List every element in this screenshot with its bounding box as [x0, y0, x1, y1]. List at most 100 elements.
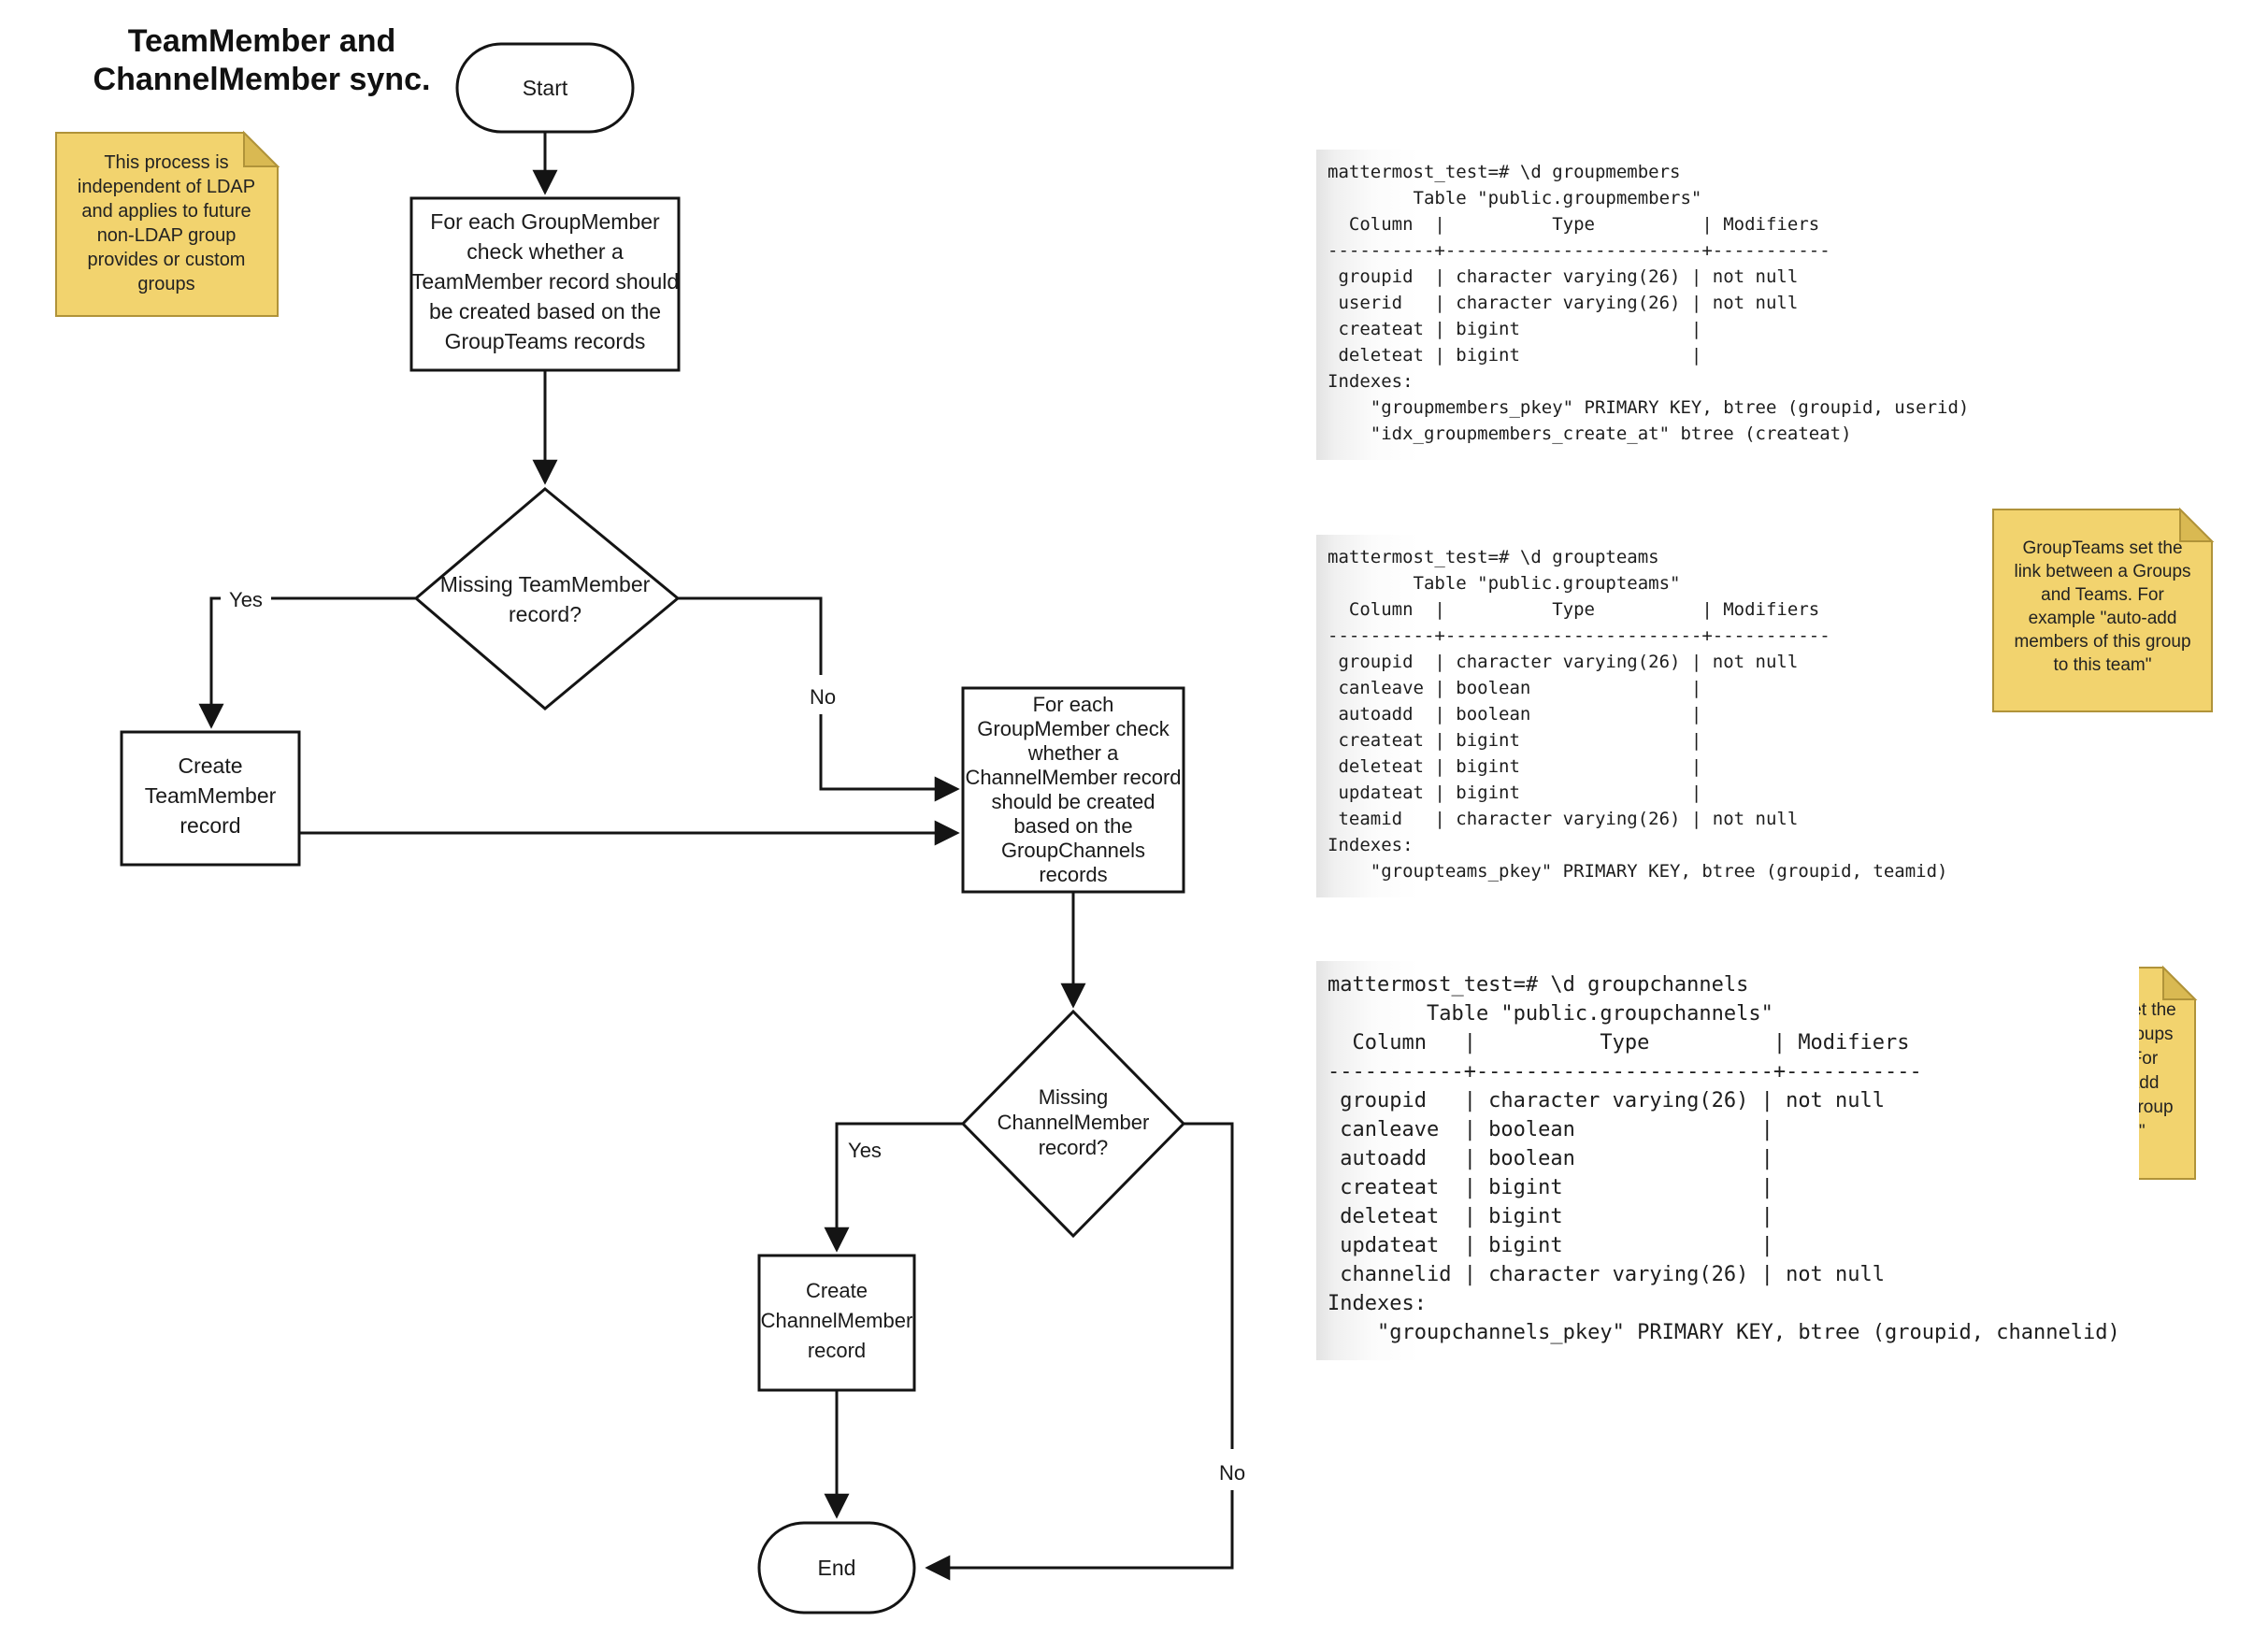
decision-missing-channelmember: Missing ChannelMember record? — [960, 1009, 1186, 1239]
decision-text: ChannelMember — [998, 1111, 1150, 1134]
process-text: TeamMember record should — [411, 269, 679, 294]
terminal-line: canleave | boolean | — [1328, 1118, 1773, 1141]
arrow-yes-to-create-channelmember — [824, 1122, 963, 1253]
decision-text: record? — [509, 602, 581, 626]
process-box — [120, 730, 301, 867]
sticky-note-shape — [55, 132, 279, 317]
terminal-line: Indexes: — [1328, 835, 1414, 855]
terminal-line: createat | bigint | — [1328, 319, 1702, 339]
process-text: whether a — [1027, 741, 1119, 765]
process-text: Create — [178, 753, 242, 778]
process-create-channelmember: Create ChannelMember record — [757, 1254, 916, 1392]
edge-labels: Yes No Yes No — [221, 581, 1256, 1490]
note-text: GroupTeams set the — [2022, 538, 2182, 558]
decision-text: Missing — [1039, 1085, 1109, 1109]
process-text: should be created — [992, 790, 1156, 813]
process-create-teammember: Create TeamMember record — [120, 730, 301, 867]
terminal-block-groupteams: mattermost_test=# \d groupteams Table "p… — [1316, 535, 1967, 897]
process-text: GroupTeams records — [445, 329, 646, 353]
note-text: example "auto-add — [2029, 609, 2177, 628]
edge-label-yes-1: Yes — [229, 588, 263, 611]
note-text: This process is — [104, 152, 228, 173]
terminal-line: ----------+------------------------+----… — [1328, 625, 1830, 646]
terminal-line: mattermost_test=# \d groupteams — [1328, 547, 1659, 567]
terminal-line: mattermost_test=# \d groupchannels — [1328, 973, 1749, 997]
terminal-line: updateat | bigint | — [1328, 1234, 1773, 1257]
terminal-line: Table "public.groupmembers" — [1328, 188, 1702, 208]
terminal-line: Column | Type | Modifiers — [1328, 1031, 1910, 1055]
decision-missing-teammember: Missing TeamMember record? — [413, 487, 681, 710]
terminal-line: Indexes: — [1328, 1292, 1427, 1315]
terminal-line: teamid | character varying(26) | not nul… — [1328, 809, 1799, 829]
process-text: records — [1039, 863, 1107, 886]
process-text: check whether a — [467, 239, 624, 264]
sticky-note-ldap: This process is independent of LDAP and … — [55, 130, 280, 317]
end-shape — [757, 1521, 916, 1614]
note-text: non-LDAP group — [97, 225, 237, 246]
decision-text: Missing TeamMember — [440, 572, 651, 596]
terminal-line: Table "public.groupchannels" — [1328, 1002, 1773, 1026]
terminal-line: deleteat | bigint | — [1328, 1205, 1773, 1228]
process-text: TeamMember — [145, 783, 277, 808]
terminal-line: userid | character varying(26) | not nul… — [1328, 293, 1799, 313]
start-node: Start — [455, 42, 635, 134]
edge-label-bg — [221, 581, 271, 615]
decision-text: record? — [1039, 1136, 1109, 1159]
terminal-block-groupchannels: mattermost_test=# \d groupchannels Table… — [1316, 961, 2139, 1360]
process-text: be created based on the — [429, 299, 661, 323]
terminal-line: Indexes: — [1328, 371, 1414, 392]
process-text: For each — [1033, 693, 1114, 716]
terminal-line: canleave | boolean | — [1328, 678, 1702, 698]
note-text: and Teams. For — [2041, 585, 2164, 605]
process-text: record — [808, 1339, 866, 1362]
terminal-line: autoadd | boolean | — [1328, 704, 1702, 725]
note-text: members of this group — [2014, 632, 2190, 652]
process-text: based on the — [1013, 814, 1132, 838]
decision-diamond — [960, 1009, 1186, 1239]
process-text: ChannelMember record — [965, 766, 1181, 789]
page-title: TeamMember and ChannelMember sync. — [93, 23, 431, 97]
process-box — [757, 1254, 916, 1392]
edge-label-no-1: No — [810, 685, 836, 709]
terminal-line: "groupmembers_pkey" PRIMARY KEY, btree (… — [1328, 397, 1970, 418]
terminal-line: "idx_groupmembers_create_at" btree (crea… — [1328, 423, 1852, 444]
end-label: End — [818, 1556, 856, 1580]
terminal-line: mattermost_test=# \d groupmembers — [1328, 162, 1681, 182]
terminal-line: createat | bigint | — [1328, 1176, 1773, 1199]
note-text: and applies to future — [81, 201, 251, 222]
process-box — [409, 196, 681, 372]
process-text: record — [179, 813, 240, 838]
terminal-line: deleteat | bigint | — [1328, 756, 1702, 777]
start-shape — [455, 42, 635, 134]
terminal-line: groupid | character varying(26) | not nu… — [1328, 1089, 1886, 1112]
terminal-line: createat | bigint | — [1328, 730, 1702, 751]
process-text: ChannelMember — [761, 1309, 913, 1332]
process-check-channelmember: For each GroupMember check whether a Cha… — [961, 686, 1185, 894]
note-text: to this team" — [2054, 655, 2152, 675]
sticky-note-fold — [2179, 507, 2215, 542]
terminal-line: -----------+------------------------+---… — [1328, 1060, 1922, 1083]
process-check-teammember: For each GroupMember check whether a Tea… — [409, 196, 681, 372]
decision-diamond — [413, 487, 681, 710]
process-text: Create — [806, 1279, 868, 1302]
terminal-line: Column | Type | Modifiers — [1328, 214, 1820, 235]
note-text: link between a Groups — [2014, 562, 2190, 581]
terminal-line: Table "public.groupteams" — [1328, 573, 1681, 594]
terminal-line: updateat | bigint | — [1328, 782, 1702, 803]
terminal-line: "groupteams_pkey" PRIMARY KEY, btree (gr… — [1328, 861, 1948, 882]
process-text: GroupChannels — [1001, 839, 1145, 862]
edge-label-no-2: No — [1219, 1461, 1245, 1485]
process-text: GroupMember check — [977, 717, 1170, 740]
note-text: provides or custom — [88, 250, 246, 270]
terminal-line: groupid | character varying(26) | not nu… — [1328, 266, 1799, 287]
start-label: Start — [523, 76, 568, 100]
sticky-note-groupteams: GroupTeams set the link between a Groups… — [1992, 507, 2215, 712]
arrow-yes-to-create-teammember — [198, 596, 416, 729]
edge-label-bg — [1208, 1449, 1256, 1490]
terminal-block-groupmembers: mattermost_test=# \d groupmembers Table … — [1316, 150, 1988, 460]
terminal-line: autoadd | boolean | — [1328, 1147, 1773, 1170]
terminal-line: Column | Type | Modifiers — [1328, 599, 1820, 620]
terminal-line: ----------+------------------------+----… — [1328, 240, 1830, 261]
